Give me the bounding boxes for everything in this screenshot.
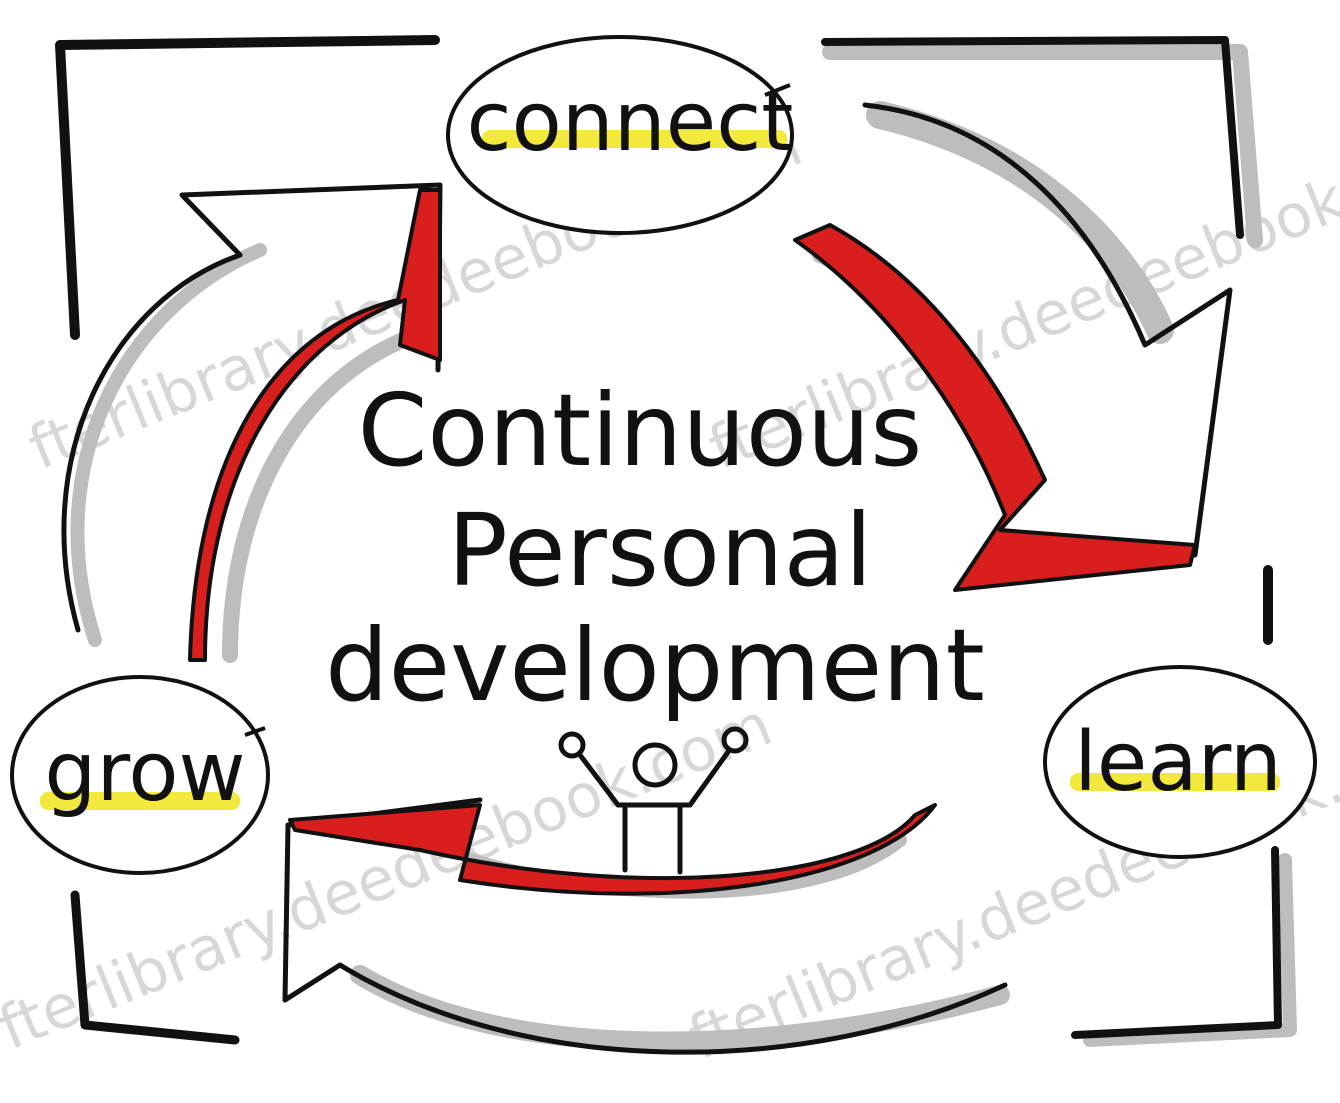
node-grow-label: grow [44,725,245,820]
big-arrow-right-shadow [866,101,1174,344]
red-arrow-bottom [288,803,937,896]
red-arrow-left [188,188,442,662]
title-line-2: Personal [447,492,872,609]
outer-arrows [55,35,1297,1055]
node-learn: learn [1043,665,1317,859]
red-arrows [188,188,1197,899]
title-line-1: Continuous [358,372,923,489]
node-grow-circle [10,675,270,875]
big-arrow-bottom [282,797,1008,1055]
stick-figure-left-arm [577,752,621,808]
node-grow-highlight [40,792,240,810]
node-connect-label: connect [467,75,794,170]
node-grow: grow [10,675,270,875]
stick-figure-head [632,742,678,788]
stick-figure-right-arm [687,749,731,808]
central-title: Continuous Personal development [325,372,985,724]
node-connect-highlight [482,130,787,148]
red-arrow-left-shadow [222,322,438,663]
outer-arrow-top-left [55,35,440,340]
outer-arrow-bottom-left [70,890,240,1045]
node-connect: connect [446,35,794,235]
node-learn-highlight [1070,773,1280,791]
outer-arrow-bottom-right [1071,846,1282,1039]
stick-figure-icon [558,726,749,875]
node-learn-label: learn [1074,715,1282,810]
node-grow-tick [244,726,266,737]
stick-figure-left-hand [558,731,586,759]
big-arrow-left-shadow [70,243,267,647]
outer-arrow-top-right [821,36,1244,239]
big-arrow-left [61,182,443,633]
stick-figure-right-hand [721,726,749,754]
title-line-3: development [325,607,985,724]
node-connect-tick [764,83,791,97]
node-learn-circle [1043,665,1317,859]
red-arrow-right [793,223,1197,592]
big-arrow-right [862,102,1233,558]
outer-arrow-top-right-shadow [822,44,1263,248]
outer-arrow-bottom-right-shadow [1083,853,1297,1047]
